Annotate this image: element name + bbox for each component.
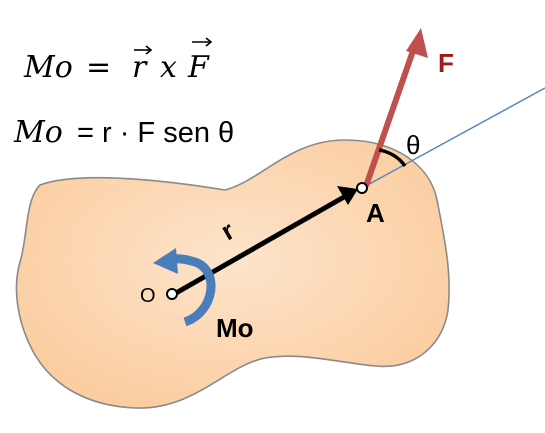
vector-arrow-f <box>192 37 213 47</box>
svg-text:Mo = r x: Mo = r x F <box>23 50 210 85</box>
eq1-r: r <box>132 50 148 85</box>
position-vector-r <box>174 194 346 296</box>
moment-label: Mo <box>216 313 254 343</box>
angle-arc <box>378 148 407 168</box>
force-vector-shaft <box>363 47 417 187</box>
eq2-rhs: = r · F sen θ <box>77 117 234 149</box>
eq1-lhs: Mo <box>23 50 73 85</box>
origin-point <box>166 288 178 300</box>
line-of-action <box>361 87 545 189</box>
position-vector-head <box>337 186 358 205</box>
scalar-equation: Mo = r · F sen θ <box>13 115 234 150</box>
cross-product-equation: Mo = r x F <box>23 37 213 85</box>
force-label: F <box>438 48 454 78</box>
vector-arrow-r <box>134 45 153 55</box>
force-vector-head <box>406 28 428 58</box>
point-a <box>356 182 368 194</box>
point-a-label: A <box>366 198 385 228</box>
rigid-body <box>15 139 450 409</box>
origin-label: O <box>140 285 156 307</box>
eq1-equals: = <box>86 50 111 85</box>
angle-label: θ <box>406 130 420 160</box>
moment-arrow-head <box>153 248 178 274</box>
eq1-f: F <box>187 50 210 85</box>
eq2-lhs: Mo <box>13 115 63 150</box>
eq1-operator: x <box>160 50 177 85</box>
